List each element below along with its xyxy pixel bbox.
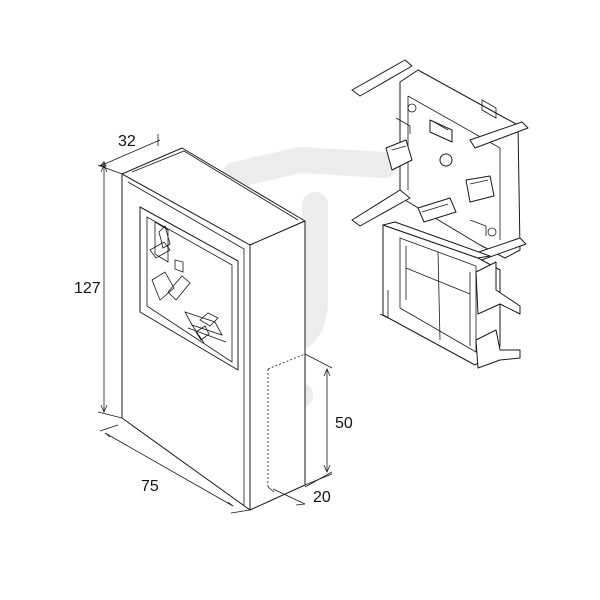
dimension-width: 75: [141, 478, 159, 495]
exploded-module: [351, 59, 529, 369]
dimension-partial-depth: 20: [313, 489, 331, 506]
module-clip-left: [385, 139, 413, 171]
dimension-depth-top: 32: [118, 133, 136, 150]
module-top-left-arm: [351, 59, 413, 97]
box-front-window: [139, 206, 239, 371]
module-clip-top: [429, 119, 453, 143]
module-clip-bottom: [417, 197, 457, 223]
assembled-box: [121, 147, 306, 511]
hidden-edge-lines: [267, 353, 306, 487]
module-center-hole: [439, 153, 453, 167]
dimension-partial-height: 50: [335, 415, 353, 432]
box-side-face: [249, 220, 306, 511]
box-inner-mechanism: [149, 221, 227, 344]
module-right-upper-arm: [469, 121, 529, 149]
dimension-height: 127: [74, 280, 101, 297]
dimension-lines: 32 127 75 50 20: [74, 133, 353, 514]
module-mid-left-arm: [351, 189, 411, 227]
module-clip-right: [465, 175, 495, 203]
